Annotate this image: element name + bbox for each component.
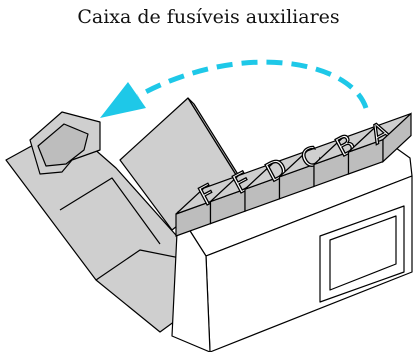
diagram-title: Caixa de fusíveis auxiliares	[77, 6, 340, 28]
lid-tab-inner	[37, 123, 89, 167]
fuse-strip-end-cap	[382, 112, 412, 163]
arrow-head	[100, 82, 146, 118]
arrow-path	[136, 59, 369, 109]
fuse-box-body	[171, 137, 413, 352]
box-side	[171, 211, 211, 352]
connector-window	[329, 215, 397, 291]
fuse-box-lid-icon	[5, 97, 245, 333]
curved-dashed-arrow-icon	[100, 59, 369, 118]
